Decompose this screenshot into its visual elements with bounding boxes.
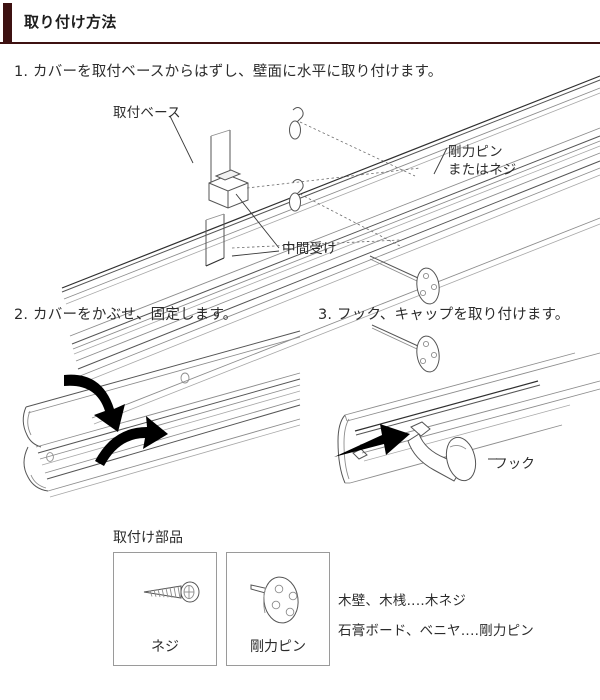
label-strong-pin-line-2: またはネジ	[448, 162, 517, 179]
curtain-hook-icon	[289, 107, 304, 140]
label-strong-pin-line-1: 剛力ピン	[448, 144, 503, 160]
assembly-dashed-guides	[231, 121, 421, 249]
strong-pin-icon	[371, 324, 440, 373]
page-header: 取り付け方法	[0, 0, 600, 45]
page-title: 取り付け方法	[24, 13, 118, 31]
intermediate-bracket	[205, 129, 249, 267]
material-note-wood: 木壁、木桟‥‥木ネジ	[338, 593, 467, 609]
leader-line-bracket	[235, 193, 280, 249]
label-hook: フック	[494, 456, 536, 472]
material-note-drywall: 石膏ボード、ベニヤ‥‥剛力ピン	[338, 623, 534, 639]
insert-arrow-icon	[334, 424, 410, 457]
step-1-diagram	[61, 75, 600, 425]
strong-pin-icon	[250, 576, 299, 624]
parts-section-heading: 取付け部品	[113, 530, 183, 546]
header-accent-bar	[3, 3, 12, 42]
label-mounting-base: 取付ベース	[113, 105, 181, 121]
step-3-diagram	[334, 352, 600, 484]
step-3-heading: 3. フック、キャップを取り付けます。	[318, 307, 570, 323]
step-2-diagram	[22, 330, 301, 498]
curtain-hook-icon	[289, 179, 304, 212]
header-divider	[0, 42, 600, 44]
snap-up-arrow-icon	[95, 416, 168, 466]
screw-icon	[143, 581, 200, 603]
part-box-strong-pin: 剛力ピン	[226, 552, 330, 666]
part-caption-screw: ネジ	[151, 639, 179, 655]
step-1-heading: 1. カバーを取付ベースからはずし、壁面に水平に取り付けます。	[14, 64, 443, 80]
hook-icon	[407, 421, 477, 482]
leader-line-bracket	[231, 250, 280, 257]
cover-profile	[22, 330, 301, 448]
label-strong-pin-or-screw: 剛力ピンまたはネジ	[448, 143, 517, 179]
leader-line-pin	[433, 147, 448, 175]
rotate-down-arrow-icon	[64, 374, 125, 432]
leader-line-base	[169, 115, 194, 164]
mounting-base-rail	[61, 75, 600, 425]
part-caption-strong-pin: 剛力ピン	[250, 639, 306, 655]
strong-pin-icon	[369, 255, 440, 305]
part-box-screw: ネジ	[113, 552, 217, 666]
base-rail-profile	[23, 372, 301, 498]
label-intermediate-bracket: 中間受け	[282, 241, 337, 257]
step-2-heading: 2. カバーをかぶせ、固定します。	[14, 307, 238, 323]
